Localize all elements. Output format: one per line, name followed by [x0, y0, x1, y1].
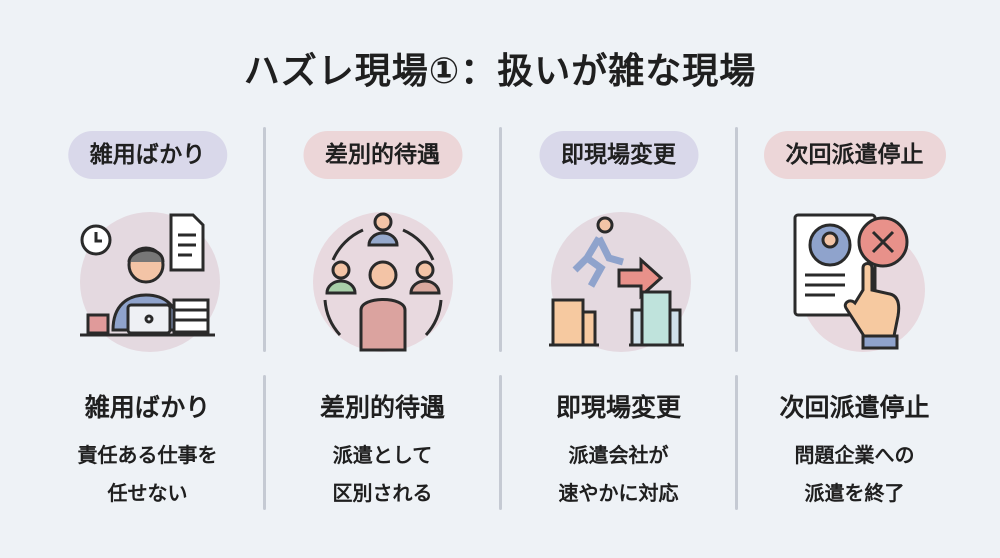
description-line: 責任ある仕事を — [77, 443, 218, 467]
category-pill: 差別的待遇 — [303, 131, 462, 179]
column-heading: 雑用ばかり — [84, 393, 211, 422]
column-description: 派遣として区別される — [265, 436, 500, 512]
overwhelmed-worker-icon — [79, 212, 220, 352]
category-pill: 即現場変更 — [539, 131, 698, 179]
column-heading: 次回派遣停止 — [779, 393, 930, 422]
column-stop-dispatch: 次回派遣停止 次回派遣停止 問題企業への派遣を終了 — [737, 0, 972, 558]
divider — [263, 375, 266, 510]
category-pill: 雑用ばかり — [67, 131, 228, 179]
divider — [499, 127, 502, 352]
divider — [735, 375, 738, 510]
description-line: 任せない — [107, 481, 188, 505]
description-line: 派遣会社が — [568, 443, 669, 467]
column-heading: 差別的待遇 — [319, 393, 445, 422]
column-site-change: 即現場変更 即現場変更 派遣会社が速やかに対応 — [501, 0, 736, 558]
divider — [735, 127, 738, 352]
column-description: 問題企業への派遣を終了 — [737, 436, 972, 512]
column-description: 責任ある仕事を任せない — [30, 436, 265, 512]
excluded-person-icon — [312, 212, 453, 352]
description-line: 派遣として — [332, 443, 433, 467]
description-line: 派遣を終了 — [804, 481, 905, 505]
category-pill: 次回派遣停止 — [763, 131, 946, 179]
column-description: 派遣会社が速やかに対応 — [501, 436, 736, 512]
divider — [499, 375, 502, 510]
move-workplace-icon — [548, 212, 691, 352]
divider — [263, 127, 266, 352]
description-line: 区別される — [332, 481, 433, 505]
page-title: ハズレ現場①：扱いが雑な現場 — [243, 51, 757, 92]
column-chores: 雑用ばかり 雑用ばかり 責任ある仕事を任せない — [30, 0, 265, 558]
column-discrimination: 差別的待遇 差別的待遇 派遣として区別される — [265, 0, 500, 558]
column-heading: 即現場変更 — [555, 393, 681, 422]
description-line: 速やかに対応 — [558, 481, 679, 505]
cancel-assignment-icon — [793, 213, 925, 352]
description-line: 問題企業への — [794, 443, 915, 467]
